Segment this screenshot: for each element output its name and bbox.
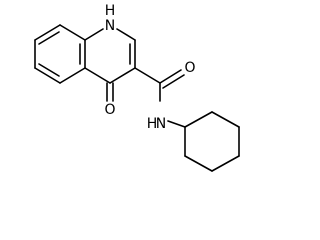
- ring-nitrogen-h-label: H: [105, 3, 116, 19]
- ketone-oxygen-label: O: [104, 102, 115, 118]
- bond-benz-c3-c4-inner: [38, 63, 60, 77]
- bond-c4-c4a: [84, 67, 111, 84]
- bond-benz-c1-c2: [34, 24, 61, 41]
- bond-c3-c4: [109, 67, 136, 84]
- ring-nitrogen-label: N: [105, 18, 115, 34]
- bond-camide-o-a: [159, 69, 182, 84]
- bond-chx-5-6: [184, 155, 213, 172]
- bond-benz-c1-c2-inner: [38, 31, 60, 45]
- bond-c8a-n1: [84, 28, 104, 41]
- amide-nitrogen-label: N: [156, 116, 166, 132]
- bond-chx-4-5: [211, 155, 240, 172]
- bond-benz-c8a-c1: [59, 24, 86, 41]
- bond-benz-c3-c4: [34, 67, 61, 84]
- amide-oxygen-label: O: [184, 60, 195, 76]
- bond-chx-1-2: [184, 111, 213, 128]
- bond-n-cyclohexyl: [167, 120, 186, 128]
- bond-benz-c4-c4a: [59, 67, 86, 84]
- amide-nitrogen-h-label: H: [147, 116, 158, 132]
- bond-camide-o-b: [162, 74, 185, 89]
- bond-c3-camide: [134, 67, 161, 84]
- atom-labels: H N O O H N: [104, 3, 195, 132]
- bond-n1-c2: [116, 28, 136, 41]
- molecule-canvas: H N O O H N: [34, 3, 240, 172]
- bonds: [34, 24, 240, 172]
- bond-chx-2-3: [211, 111, 240, 128]
- chemical-structure-diagram: H N O O H N: [34, 3, 240, 172]
